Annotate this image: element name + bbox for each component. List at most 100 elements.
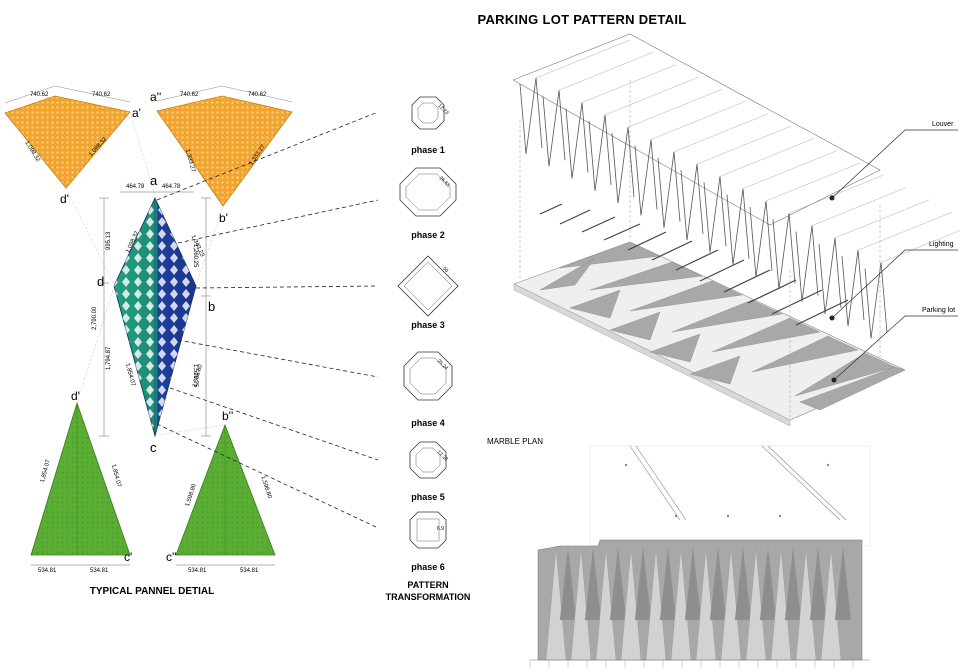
louver-blade bbox=[588, 114, 612, 191]
louver-blade bbox=[680, 164, 704, 241]
louver-blade bbox=[772, 213, 796, 290]
louver-rail bbox=[719, 138, 815, 177]
panel-center-diamond: 464.78 464.78 995.13 2,790.00 1,794.87 1… bbox=[92, 173, 215, 455]
marble-title: MARBLE PLAN bbox=[487, 437, 543, 446]
marble-plan: MARBLE PLAN bbox=[487, 437, 871, 668]
dim-label: 1,854.07 bbox=[124, 363, 136, 388]
marble-triangle-dark bbox=[584, 547, 602, 621]
marble-triangle-dark bbox=[784, 547, 802, 621]
louver-rail bbox=[581, 64, 677, 103]
corner-label: c' bbox=[124, 550, 132, 564]
phase-4: 25.24 phase 4 bbox=[403, 351, 453, 428]
phase-column: 12.23 phase 1 26.63 phase 2 50 phase 3 2… bbox=[386, 96, 471, 602]
pattern-caption-line1: PATTERN bbox=[407, 580, 448, 590]
louver-rail bbox=[696, 125, 792, 165]
phase-label: phase 4 bbox=[411, 418, 445, 428]
lighting-rods bbox=[539, 203, 849, 326]
panel-top-left: 740.62 740.62 1,098.32 1,098.32 a' d' bbox=[4, 85, 141, 206]
louver-blade bbox=[726, 188, 750, 265]
dim-label: 534.81 bbox=[38, 568, 57, 574]
marble-triangle-dark bbox=[759, 547, 777, 621]
green-panel-right bbox=[175, 423, 276, 556]
dim-label: 1,260.25 bbox=[192, 244, 198, 268]
callout-dot bbox=[829, 315, 835, 321]
phase-5: 12.28 phase 5 bbox=[409, 441, 449, 502]
louver-rail bbox=[857, 212, 953, 251]
dim-label: 2,790.00 bbox=[92, 306, 98, 330]
callout-dot bbox=[829, 195, 835, 201]
dim-label: 740.62 bbox=[92, 92, 111, 98]
slab-pattern bbox=[539, 241, 906, 411]
marble-triangle-dark bbox=[809, 547, 827, 621]
panel-top-right: 740.62 740.62 1,333.27 1,333.27 a'' b' bbox=[150, 85, 293, 225]
louver-blade bbox=[519, 77, 543, 155]
louver-rail bbox=[880, 230, 960, 263]
dimension-ticks bbox=[529, 660, 854, 668]
phase-3-shape bbox=[397, 255, 459, 317]
orange-panel-right bbox=[156, 95, 293, 207]
roof-frame bbox=[512, 33, 881, 226]
louver-rail bbox=[811, 187, 907, 226]
marker-dots bbox=[624, 463, 830, 518]
marble-triangle-dark bbox=[684, 547, 702, 621]
phase-leaders bbox=[156, 111, 379, 529]
sheet-title: PARKING LOT PATTERN DETAIL bbox=[477, 12, 686, 27]
louver-rail bbox=[535, 39, 631, 79]
corner-label: a'' bbox=[150, 90, 161, 104]
phase-1: 12.23 phase 1 bbox=[411, 96, 450, 155]
phase-label: phase 5 bbox=[411, 492, 445, 502]
phase-label: phase 1 bbox=[411, 145, 445, 155]
callout-louver: Louver bbox=[932, 121, 954, 128]
phase-dim: 12.23 bbox=[436, 103, 449, 116]
phase-dim: 6.9 bbox=[437, 526, 444, 532]
marble-triangle-dark bbox=[634, 547, 652, 621]
marble-triangle-dark bbox=[709, 547, 727, 621]
corner-label: b' bbox=[219, 211, 228, 225]
dim-label: 740.62 bbox=[30, 92, 49, 98]
callout-lighting: Lighting bbox=[929, 241, 954, 248]
phase-5-shape bbox=[409, 441, 447, 479]
louver-blade bbox=[749, 200, 773, 278]
louver-blade bbox=[634, 139, 658, 216]
louver-rail bbox=[834, 199, 930, 239]
phase-label: phase 3 bbox=[411, 320, 445, 330]
louver-rail bbox=[765, 162, 861, 202]
phase-2: 26.63 phase 2 bbox=[399, 167, 457, 240]
corner-label-a: a bbox=[150, 173, 158, 188]
dim-label: 1,598.80 bbox=[259, 475, 272, 500]
pattern-caption-line2: TRANSFORMATION bbox=[386, 592, 471, 602]
phase-dim: 50 bbox=[441, 266, 449, 274]
louver-blade bbox=[818, 237, 842, 314]
panel-bottom-right: 1,598.80 1,598.80 534.81 534.81 b'' c'' bbox=[166, 409, 276, 574]
marble-triangle-dark bbox=[609, 547, 627, 621]
callout-leaders bbox=[831, 129, 958, 381]
louver-rail bbox=[650, 101, 746, 140]
phase-1-shape bbox=[411, 96, 445, 130]
corner-label: c'' bbox=[166, 550, 177, 564]
phase-4-shape bbox=[403, 351, 453, 401]
phase-label: phase 2 bbox=[411, 230, 445, 240]
phase-label: phase 6 bbox=[411, 562, 445, 572]
corner-label: d' bbox=[60, 192, 69, 206]
panel-bottom-left: 1,854.07 1,854.07 534.81 534.81 d' c' bbox=[30, 389, 132, 574]
callout-parking: Parking lot bbox=[922, 307, 955, 314]
corner-label: b'' bbox=[222, 409, 233, 423]
louver-rail bbox=[627, 89, 723, 128]
marble-triangle-dark bbox=[659, 547, 677, 621]
louver-rail bbox=[673, 113, 769, 152]
louver-blade bbox=[657, 151, 681, 228]
louver-rail bbox=[558, 52, 654, 91]
marble-triangle-dark bbox=[834, 547, 852, 621]
phase-dim: 25.24 bbox=[436, 358, 449, 371]
dim-label: 740.62 bbox=[248, 92, 267, 98]
louver-rail bbox=[742, 150, 838, 189]
louver-rail bbox=[604, 76, 700, 116]
louver-blade bbox=[542, 90, 566, 167]
callout-dot bbox=[831, 377, 837, 383]
dim-label: 995.13 bbox=[106, 231, 112, 250]
corner-label: d' bbox=[71, 389, 80, 403]
construction-lines bbox=[65, 111, 226, 436]
louver-blade bbox=[864, 262, 888, 339]
phase-6-shape bbox=[409, 511, 447, 549]
